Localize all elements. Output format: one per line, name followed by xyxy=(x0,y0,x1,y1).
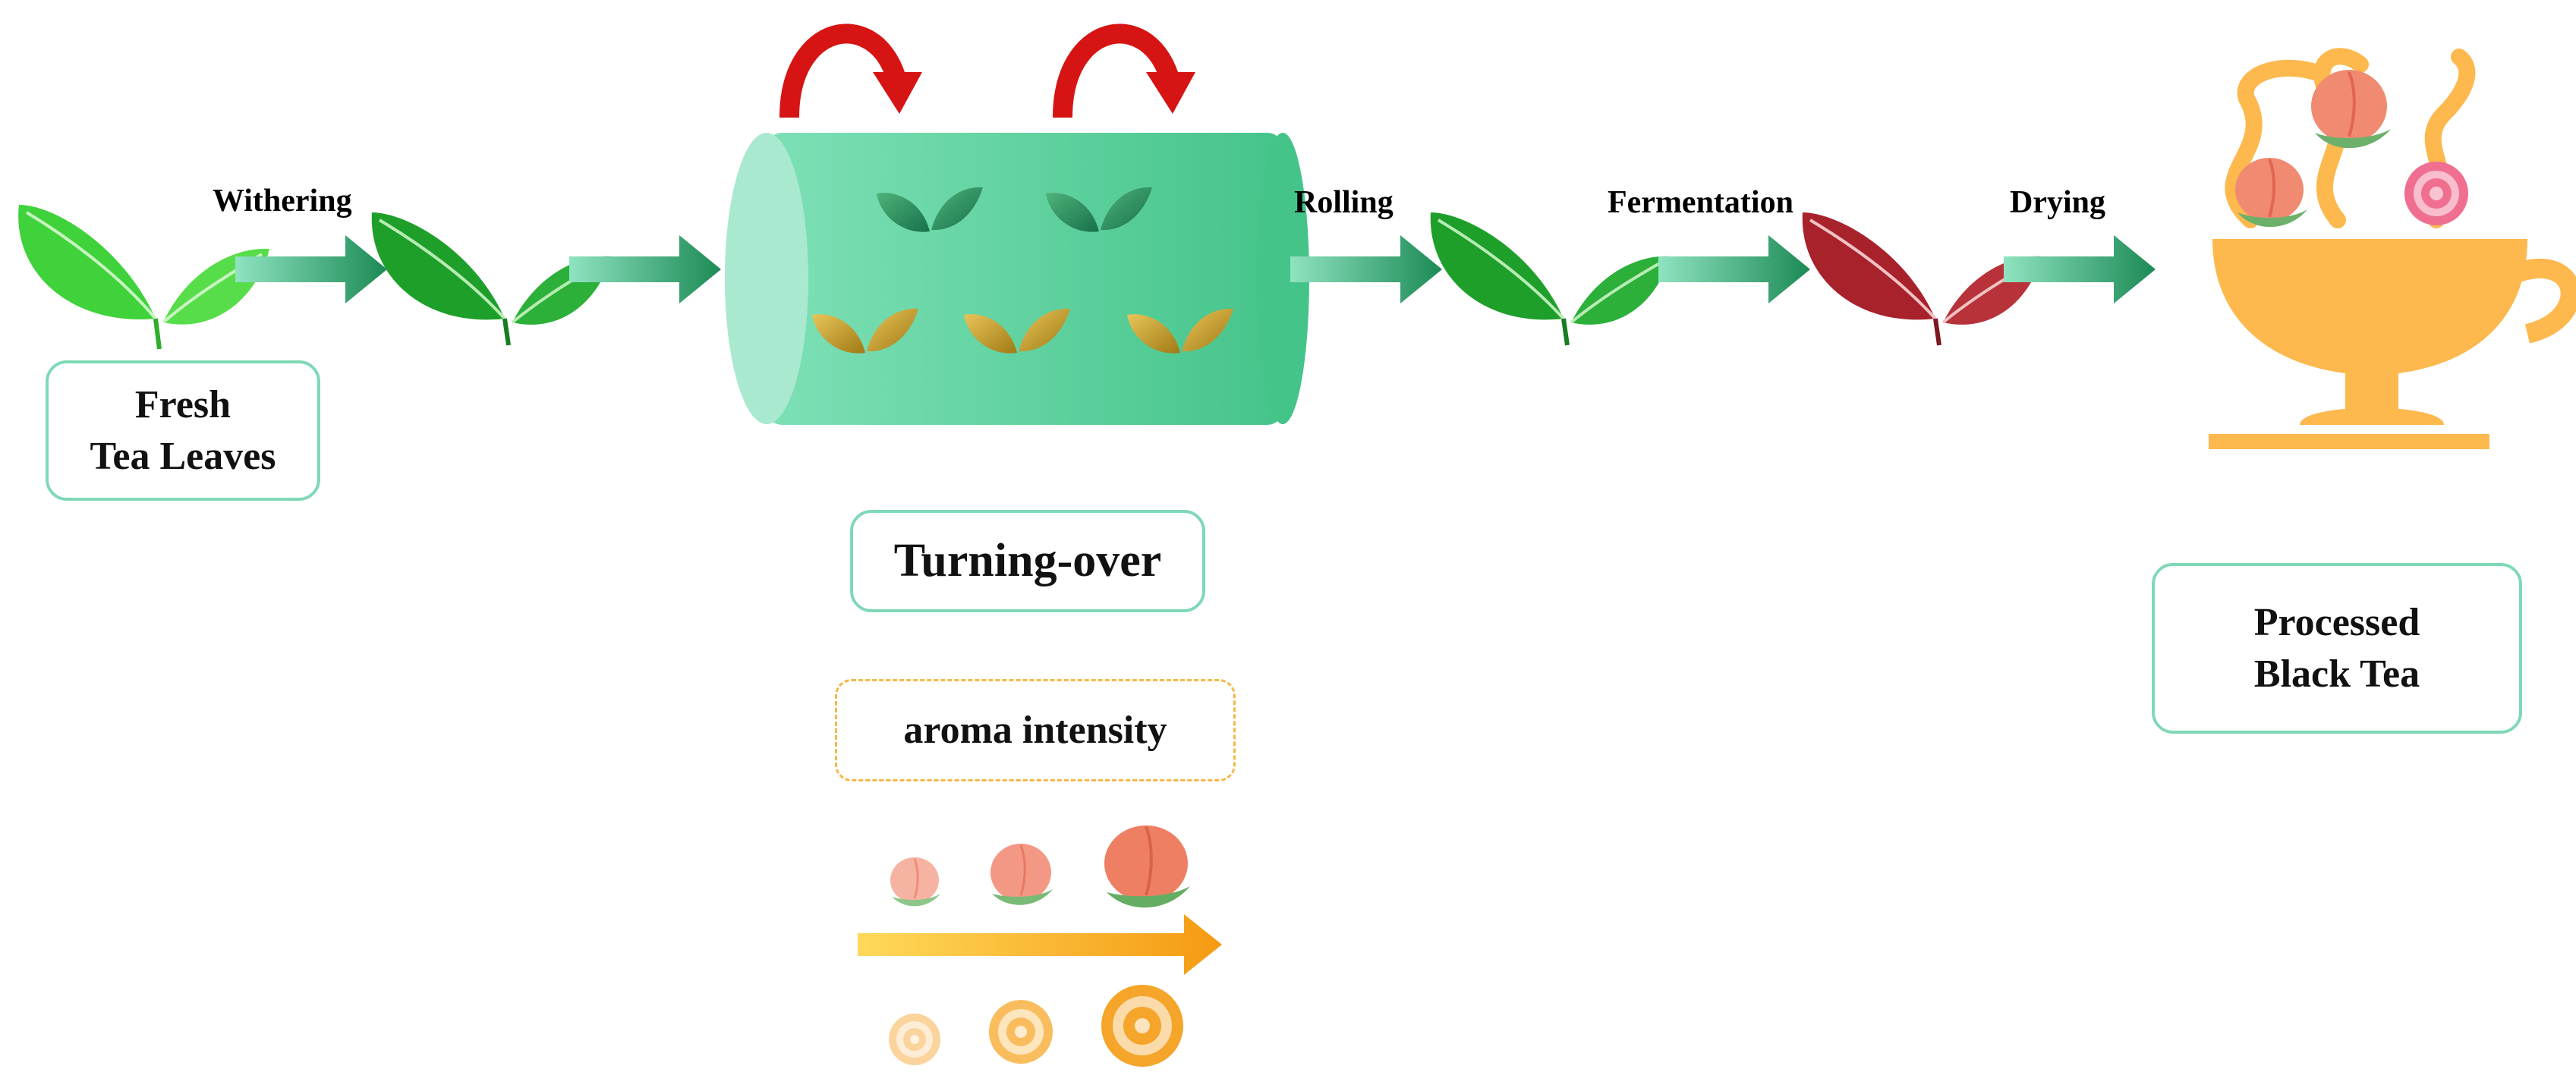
step-label-fermentation: Fermentation xyxy=(1608,185,1793,220)
teacup-icon xyxy=(2209,48,2576,449)
rose-icon xyxy=(1101,985,1183,1067)
arrow-right-icon xyxy=(1290,235,1442,303)
arrow-right-icon xyxy=(2004,235,2156,303)
arrow-right-icon xyxy=(235,235,387,303)
rose-icon xyxy=(2404,162,2468,225)
turning-over-label: Turning-over xyxy=(893,535,1162,587)
step-label-drying: Drying xyxy=(2010,185,2105,220)
processed-black-tea-box: Processed Black Tea xyxy=(2152,563,2522,734)
processed-box-line2: Black Tea xyxy=(2253,652,2420,696)
turning-over-box: Turning-over xyxy=(850,510,1205,612)
rose-icon xyxy=(989,1000,1053,1064)
peach-icon xyxy=(1104,825,1190,908)
peach-icon xyxy=(2235,158,2307,228)
processed-box-line1: Processed xyxy=(2253,600,2420,644)
aroma-intensity-arrow-icon xyxy=(858,914,1222,975)
fresh-box-line1: Fresh xyxy=(134,382,231,426)
aroma-intensity-label: aroma intensity xyxy=(903,708,1167,752)
rolled-leaf-icon xyxy=(1430,212,1670,346)
fresh-leaf-icon xyxy=(18,205,269,350)
curved-arrow-icon xyxy=(1053,24,1195,118)
peach-icon xyxy=(990,844,1053,905)
fresh-tea-leaves-box: Fresh Tea Leaves xyxy=(46,360,320,501)
arrow-right-icon xyxy=(1658,235,1810,303)
peach-icon xyxy=(890,857,940,907)
turning-drum xyxy=(725,133,1309,425)
fresh-box-line2: Tea Leaves xyxy=(90,434,276,478)
rose-icon xyxy=(889,1014,940,1065)
step-label-rolling: Rolling xyxy=(1294,185,1393,220)
curved-arrow-icon xyxy=(779,24,922,118)
step-label-withering: Withering xyxy=(213,184,352,219)
arrow-right-icon xyxy=(569,235,721,303)
aroma-intensity-box: aroma intensity xyxy=(835,679,1236,781)
peach-icon xyxy=(2311,70,2391,149)
